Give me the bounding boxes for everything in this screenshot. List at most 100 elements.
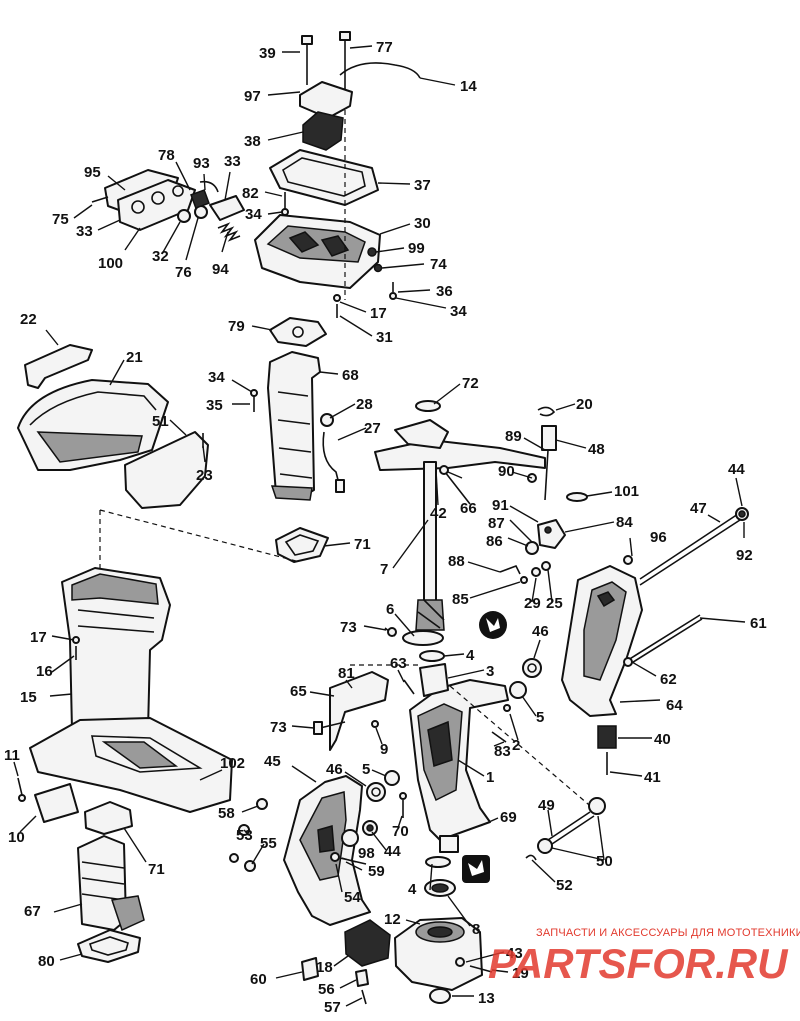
callout-label: 90 xyxy=(498,463,515,480)
block-40 xyxy=(597,725,617,749)
callout-label: 25 xyxy=(546,595,563,612)
seal-71-upper xyxy=(275,527,329,563)
pin-49 xyxy=(547,811,591,841)
callout-label: 97 xyxy=(244,88,261,105)
callout-label: 55 xyxy=(260,835,277,852)
callout-label: 81 xyxy=(338,665,355,682)
oring-28 xyxy=(320,413,334,427)
seal-detail-icon-top xyxy=(479,611,507,639)
callout-label: 35 xyxy=(206,397,223,414)
wire-14 xyxy=(339,62,421,79)
callout-label: 34 xyxy=(245,206,262,223)
callout-label: 71 xyxy=(354,536,371,553)
callout-label: 34 xyxy=(208,369,225,386)
thermostat-cover-group xyxy=(91,169,245,242)
callout-label: 43 xyxy=(506,945,523,962)
callout-label: 72 xyxy=(462,375,479,392)
callout-label: 22 xyxy=(20,311,37,328)
callout-label: 73 xyxy=(270,719,287,736)
callout-label: 87 xyxy=(488,515,505,532)
gasket-37 xyxy=(269,149,379,206)
steering-arm-7 xyxy=(374,419,546,631)
callout-label: 9 xyxy=(380,741,388,758)
callout-label: 28 xyxy=(356,396,373,413)
callout-label: 68 xyxy=(342,367,359,384)
seal-80 xyxy=(77,929,141,963)
callout-label: 14 xyxy=(460,78,477,95)
callout-label: 65 xyxy=(290,683,307,700)
callout-label: 71 xyxy=(148,861,165,878)
driveshaft-housing-15 xyxy=(29,509,301,813)
callout-label: 94 xyxy=(212,261,229,278)
washer-46-right xyxy=(522,658,542,678)
swivel-bracket-1 xyxy=(409,679,509,853)
bushing-5-left xyxy=(384,770,400,786)
panel-51 xyxy=(124,431,209,509)
callout-label: 7 xyxy=(380,561,388,578)
callout-label: 11 xyxy=(4,747,20,764)
top-assembly xyxy=(254,31,421,318)
leader-lines xyxy=(13,45,746,1007)
callout-label: 102 xyxy=(220,755,245,772)
bracket-65 xyxy=(329,671,389,751)
callout-label: 18 xyxy=(316,959,333,976)
callout-label: 98 xyxy=(358,845,375,862)
callout-label: 3 xyxy=(486,663,494,680)
callout-label: 36 xyxy=(436,283,453,300)
callout-label: 86 xyxy=(486,533,503,550)
watermark: ЗАПЧАСТИ И АКСЕССУАРЫ ДЛЯ МОТОТЕХНИКИ PA… xyxy=(488,927,800,987)
callout-label: 48 xyxy=(588,441,605,458)
callout-label: 73 xyxy=(340,619,357,636)
callout-label: 19 xyxy=(512,965,529,982)
callout-label: 89 xyxy=(505,428,522,445)
block-18 xyxy=(344,919,391,967)
callout-label: 54 xyxy=(344,889,361,906)
callout-labels: 39 77 14 97 38 37 78 93 33 95 75 33 100 … xyxy=(4,39,767,1016)
spring-94 xyxy=(217,222,241,242)
stern-bracket-45 xyxy=(283,775,371,926)
callout-label: 62 xyxy=(660,671,677,688)
callout-label: 84 xyxy=(616,514,633,531)
callout-label: 57 xyxy=(324,999,341,1016)
callout-label: 78 xyxy=(158,147,175,164)
callout-label: 83 xyxy=(494,743,511,760)
callout-label: 44 xyxy=(384,843,401,860)
callout-label: 17 xyxy=(370,305,387,322)
hose-27 xyxy=(322,431,341,489)
callout-label: 96 xyxy=(650,529,667,546)
callout-label: 21 xyxy=(126,349,143,366)
callout-label: 37 xyxy=(414,177,431,194)
callout-label: 63 xyxy=(390,655,407,672)
callout-label: 4 xyxy=(466,647,475,664)
callout-label: 74 xyxy=(430,256,447,273)
callout-label: 52 xyxy=(556,877,573,894)
block-38 xyxy=(302,111,344,151)
callout-label: 29 xyxy=(524,595,541,612)
callout-label: 49 xyxy=(538,797,555,814)
washer-6 xyxy=(402,630,444,646)
bushing-4-lower xyxy=(425,856,451,868)
exhaust-tube-68 xyxy=(267,351,321,501)
callout-label: 60 xyxy=(250,971,267,988)
watermark-tagline: ЗАПЧАСТИ И АКСЕССУАРЫ ДЛЯ МОТОТЕХНИКИ xyxy=(536,927,800,939)
plate-60 xyxy=(301,957,319,981)
seal-71-lower xyxy=(84,801,133,835)
callout-label: 95 xyxy=(84,164,101,181)
callout-label: 34 xyxy=(450,303,467,320)
callout-label: 40 xyxy=(654,731,671,748)
callout-label: 45 xyxy=(264,753,281,770)
callout-label: 85 xyxy=(452,591,469,608)
callout-label: 39 xyxy=(259,45,276,62)
callout-label: 1 xyxy=(486,769,494,786)
callout-label: 47 xyxy=(690,500,707,517)
callout-label: 53 xyxy=(236,827,253,844)
callout-label: 100 xyxy=(98,255,123,272)
handle-22 xyxy=(24,344,93,389)
nut-13 xyxy=(429,988,451,1004)
callout-label: 17 xyxy=(30,629,47,646)
callout-label: 67 xyxy=(24,903,41,920)
callout-label: 42 xyxy=(430,505,447,522)
callout-label: 8 xyxy=(472,921,480,938)
callout-label: 77 xyxy=(376,39,393,56)
